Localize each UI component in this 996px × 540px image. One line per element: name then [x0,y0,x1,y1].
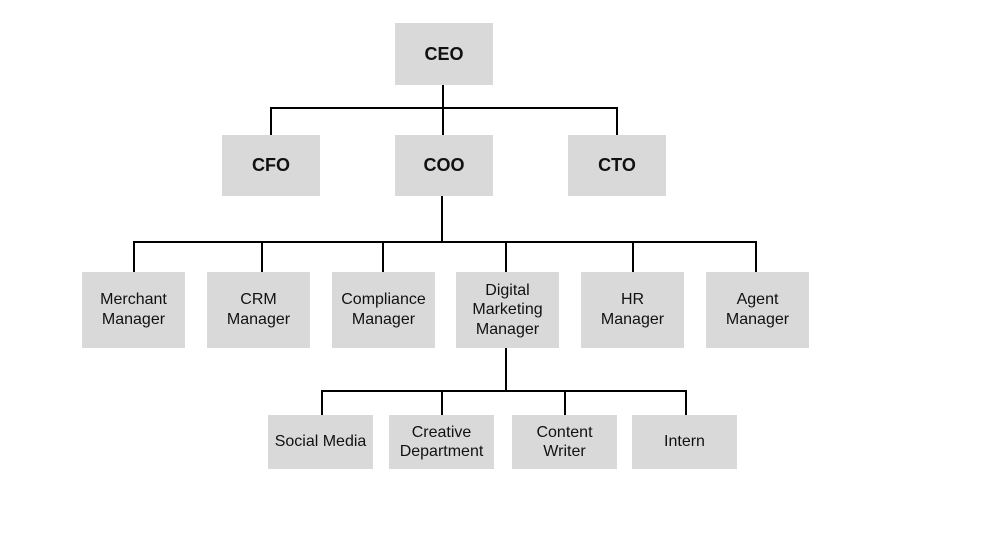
node-cfo-label: CFO [252,155,290,176]
node-agent-manager-label-line-1: Agent [736,291,779,308]
node-coo-label: COO [423,155,465,176]
node-ceo-label: CEO [424,43,464,64]
connector-intern-drop [685,390,687,415]
node-compliance-manager-label-line-1: Compliance [341,291,426,308]
connector-hr-drop [632,241,634,272]
node-agent-manager: Agent Manager [706,272,809,348]
node-cfo: CFO [222,135,320,196]
node-agent-manager-label-line-2: Manager [725,311,790,328]
connector-ceo-down [442,85,444,107]
node-hr-manager-label-line-2: Manager [600,311,665,328]
connector-agent-drop [755,241,757,272]
connector-social-media-drop [321,390,323,415]
node-merchant-manager-label-line-2: Manager [101,311,166,328]
node-merchant-manager: Merchant Manager [82,272,185,348]
connector-digital-marketing-down [505,348,507,390]
node-cto-label: CTO [598,155,636,176]
node-digital-marketing-manager-label-line-3: Manager [475,320,540,338]
node-digital-marketing-manager-label-line-1: Digital [485,282,530,300]
node-intern: Intern [632,415,737,469]
connector-team-horizontal [322,390,687,392]
node-content-writer: Content Writer [512,415,617,469]
node-crm-manager-label-line-2: Manager [226,311,291,328]
connector-cfo-drop [270,107,272,135]
node-crm-manager-label-line-1: CRM [240,291,277,308]
connector-crm-drop [261,241,263,272]
node-crm-manager: CRM Manager [207,272,310,348]
node-social-media: Social Media [268,415,373,469]
node-content-writer-label-line-1: Content [536,423,593,441]
connector-coo-drop [442,107,444,135]
node-creative-department-label-line-2: Department [399,443,484,460]
node-digital-marketing-manager: Digital Marketing Manager [456,272,559,348]
node-digital-marketing-manager-label-line-2: Marketing [472,301,543,319]
node-hr-manager-label-line-1: HR [620,291,645,308]
connector-csuite-horizontal [271,107,617,109]
connector-coo-down [441,196,443,241]
node-hr-manager: HR Manager [581,272,684,348]
connector-cto-drop [616,107,618,135]
connector-merchant-drop [133,241,135,272]
node-compliance-manager-label-line-2: Manager [351,311,416,328]
node-content-writer-label-line-2: Writer [543,443,586,460]
connector-creative-drop [441,390,443,415]
connector-managers-horizontal [133,241,757,243]
node-merchant-manager-label-line-1: Merchant [100,291,167,308]
node-social-media-label-line-1: Social Media [274,433,367,450]
node-creative-department-label-line-1: Creative [411,423,472,441]
node-cto: CTO [568,135,666,196]
node-ceo: CEO [395,23,493,85]
connector-digital-marketing-drop [505,241,507,272]
node-compliance-manager: Compliance Manager [332,272,435,348]
connector-compliance-drop [382,241,384,272]
connector-content-drop [564,390,566,415]
node-creative-department: Creative Department [389,415,494,469]
node-coo: COO [395,135,493,196]
node-intern-label-line-1: Intern [664,433,705,450]
